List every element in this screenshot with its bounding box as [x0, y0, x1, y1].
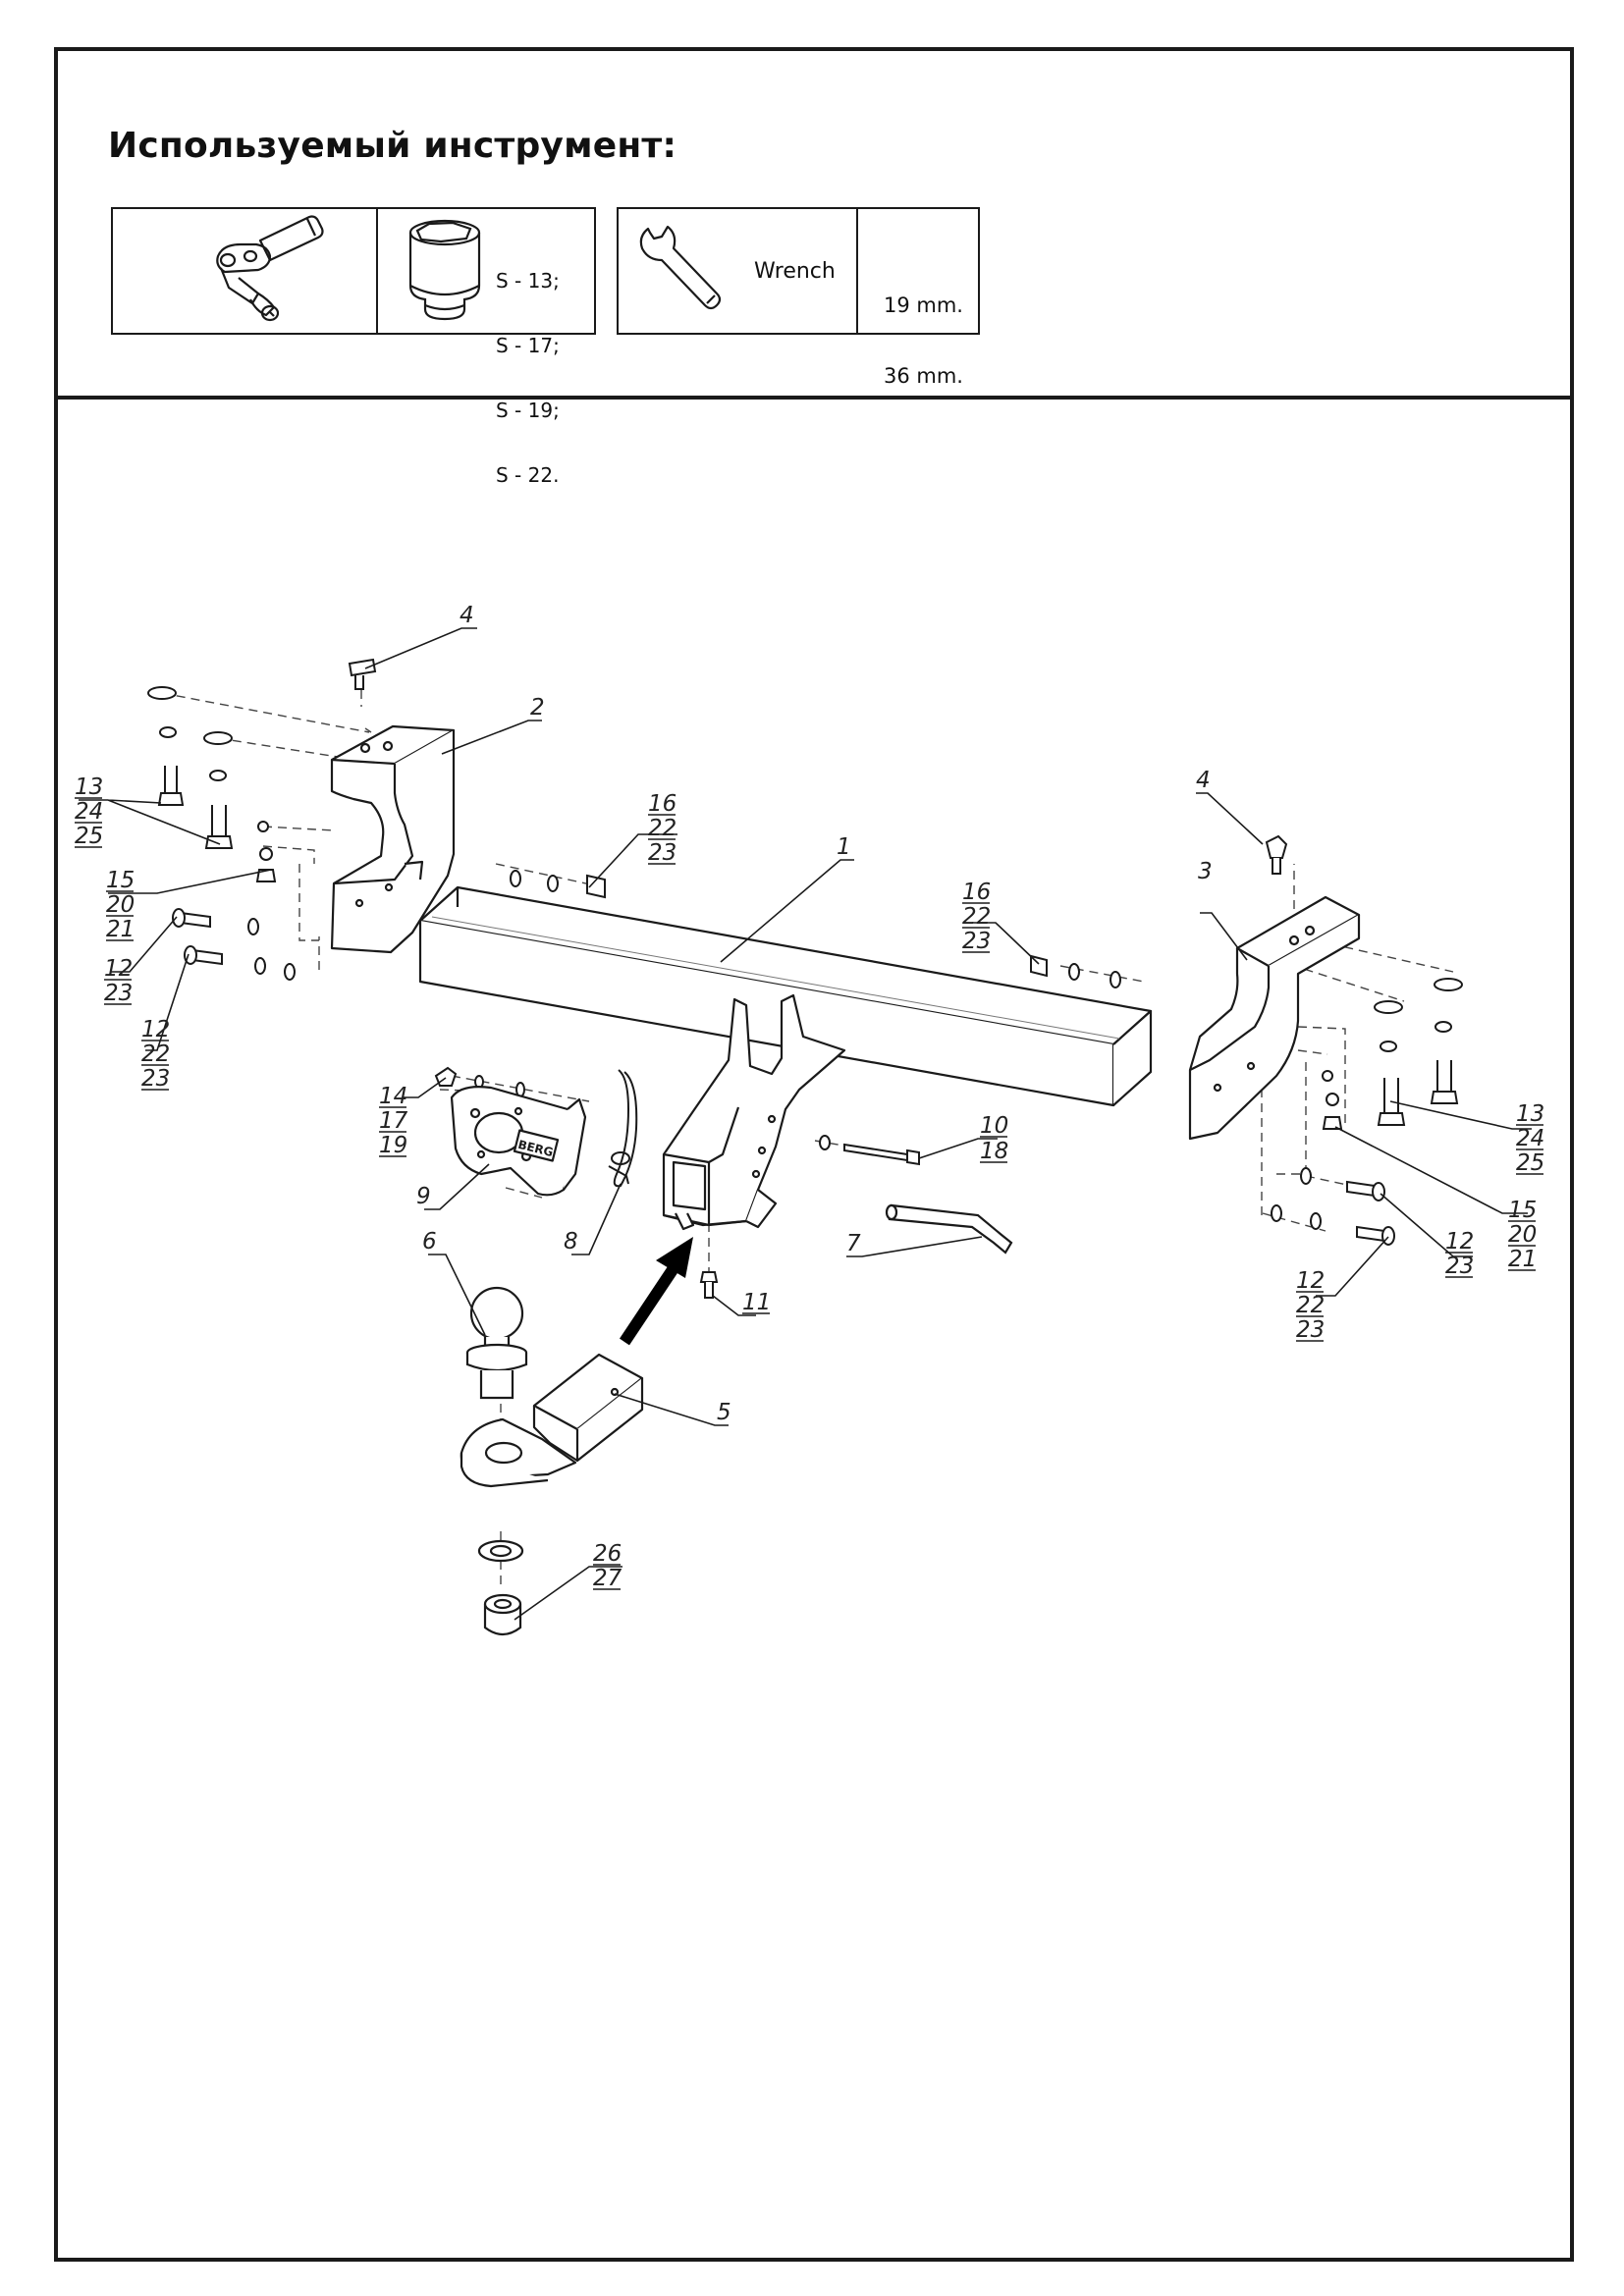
callout-23: 23 — [1296, 1317, 1325, 1343]
wrench-sizes: 19 mm. 36 mm. — [884, 246, 963, 435]
socket-tool-box: S - 13; S - 17; S - 19; S - 22. — [111, 207, 596, 486]
crossbar — [418, 885, 1153, 1107]
right-bracket — [1188, 895, 1361, 1141]
callout-9: 9 — [416, 1184, 431, 1209]
socket-size: S - 22. — [496, 463, 560, 487]
callout-6: 6 — [422, 1229, 437, 1255]
callout-17: 17 — [379, 1108, 408, 1134]
callout-21: 21 — [1508, 1247, 1537, 1272]
callout-25: 25 — [1516, 1150, 1544, 1176]
callout-25: 25 — [75, 824, 103, 849]
wrench-tool-box: Wrench 19 mm. 36 mm. — [617, 207, 980, 388]
callout-8: 8 — [564, 1229, 578, 1255]
callout-22: 22 — [141, 1041, 170, 1067]
callout-12: 12 — [141, 1017, 170, 1042]
callout-21: 21 — [106, 917, 135, 942]
callout-20: 20 — [1508, 1222, 1537, 1248]
wrench-size: 19 mm. — [884, 294, 963, 317]
ratchet-icon — [216, 215, 324, 322]
callout-1: 1 — [837, 834, 851, 860]
socket-sizes: S - 13; S - 17; S - 19; S - 22. — [496, 227, 560, 529]
callout-20: 20 — [106, 892, 135, 918]
socket-plate — [450, 1086, 587, 1197]
arrow-icon — [620, 1237, 693, 1346]
ball-nut-set — [477, 1539, 524, 1636]
callout-24: 24 — [1516, 1126, 1544, 1151]
hitch-pin — [885, 1203, 1013, 1255]
callout-7: 7 — [846, 1231, 861, 1256]
wrench-cell: Wrench — [619, 209, 856, 333]
callout-16: 16 — [648, 791, 677, 817]
wrench-icon — [639, 225, 722, 310]
callout-14: 14 — [379, 1084, 407, 1109]
callout-2: 2 — [530, 695, 545, 721]
callout-3: 3 — [1198, 859, 1213, 884]
callout-23: 23 — [141, 1066, 170, 1092]
spring-clip — [608, 1069, 638, 1188]
callout-underlines — [75, 797, 1543, 1590]
callout-labels: 1 2 3 4 4 5 6 7 8 9 10 18 11 13 24 25 15… — [75, 603, 1544, 1591]
callout-24: 24 — [75, 799, 103, 825]
callout-19: 19 — [379, 1133, 407, 1158]
socket-cell: S - 13; S - 17; S - 19; S - 22. — [376, 209, 595, 486]
callout-15: 15 — [106, 868, 135, 893]
socket-size: S - 19; — [496, 399, 560, 422]
callout-12: 12 — [104, 956, 133, 982]
wrench-size: 36 mm. — [884, 364, 963, 388]
callout-4: 4 — [1196, 768, 1211, 793]
socket-icon — [408, 219, 481, 321]
callout-26: 26 — [593, 1541, 622, 1567]
ball-mount — [460, 1353, 644, 1488]
callout-10: 10 — [980, 1113, 1008, 1139]
page-frame — [54, 47, 1574, 2262]
header-divider — [54, 396, 1574, 400]
callout-22: 22 — [1296, 1293, 1325, 1318]
callout-13: 13 — [75, 774, 103, 800]
callout-4: 4 — [460, 603, 474, 628]
leader-lines — [79, 627, 1532, 1621]
page-title: Используемый инструмент: — [108, 126, 677, 166]
receiver-frame — [662, 993, 846, 1231]
ratchet-cell — [113, 209, 376, 333]
tow-ball — [465, 1286, 528, 1400]
callout-23: 23 — [104, 981, 133, 1006]
socket-size: S - 17; — [496, 334, 560, 357]
callout-23: 23 — [648, 840, 677, 866]
left-bracket — [330, 724, 456, 954]
callout-13: 13 — [1516, 1101, 1544, 1127]
callout-22: 22 — [962, 904, 991, 930]
callout-18: 18 — [980, 1139, 1008, 1164]
callout-16: 16 — [962, 880, 991, 905]
callout-15: 15 — [1508, 1198, 1537, 1223]
callout-23: 23 — [962, 929, 991, 954]
callout-23: 23 — [1445, 1254, 1474, 1279]
callout-22: 22 — [648, 816, 677, 841]
fasteners — [147, 658, 1463, 1299]
socket-size: S - 13; — [496, 269, 560, 293]
wrench-sizes-cell: 19 mm. 36 mm. — [856, 209, 979, 388]
wrench-label: Wrench — [754, 259, 836, 284]
callout-12: 12 — [1296, 1268, 1325, 1294]
callout-5: 5 — [717, 1400, 731, 1425]
callout-11: 11 — [742, 1290, 771, 1315]
callout-12: 12 — [1445, 1229, 1474, 1255]
callout-27: 27 — [593, 1566, 623, 1591]
